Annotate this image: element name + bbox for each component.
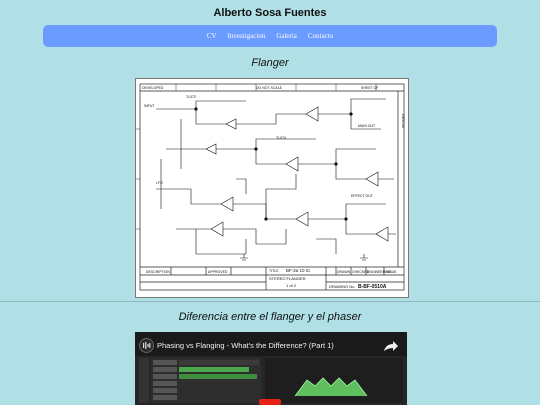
embedded-video-player[interactable]: Phasing vs Flanging - What's the Differe… — [135, 332, 407, 405]
schematic-note-tl072: TL072 — [186, 95, 196, 99]
schematic-header-left: DEVELOPED — [142, 86, 164, 90]
difference-heading: Diferencia entre el flanger y el phaser — [178, 311, 362, 323]
schematic-note-effect-out: EFFECT OUT — [351, 194, 374, 198]
equalizer-icon[interactable] — [139, 338, 154, 353]
title-block-subtitle: STEREO FLANGER — [269, 276, 306, 281]
title-block-label: TITLE — [269, 269, 279, 273]
block-label-description: DESCRIPTION — [146, 270, 170, 274]
flanger-schematic-image: DEVELOPED DO NOT SCALE SHEET OF TL072 TL… — [135, 78, 409, 298]
schematic-header-center: DO NOT SCALE — [256, 86, 283, 90]
share-icon[interactable] — [380, 337, 400, 357]
block-label-drawn: DRAWN — [337, 270, 351, 274]
video-title[interactable]: Phasing vs Flanging - What's the Differe… — [157, 341, 334, 350]
schematic-drawing: DEVELOPED DO NOT SCALE SHEET OF TL072 TL… — [136, 83, 405, 291]
site-title: Alberto Sosa Fuentes — [213, 7, 327, 19]
title-block-value: BF-2a 10 IC — [286, 268, 311, 273]
schematic-note-tl074: TL074 — [276, 136, 286, 140]
schematic-note-input: INPUT — [144, 104, 155, 108]
nav-link-cv[interactable]: CV — [206, 32, 217, 40]
nav-link-galeria[interactable]: Galeria — [276, 32, 297, 40]
title-block-sheet: 1 of 2 — [286, 283, 297, 288]
flanger-heading: Flanger — [251, 57, 289, 69]
main-navbar: CV Investigacion Galeria Contacto — [43, 25, 497, 47]
block-label-issue: ISSUE — [386, 270, 397, 274]
drawing-number-label: DRAWING No. — [329, 284, 356, 289]
nav-link-investigacion[interactable]: Investigacion — [227, 32, 266, 40]
drawing-number: B-BF-0510A — [358, 284, 387, 290]
section-divider — [0, 301, 540, 302]
schematic-note-lfo: LFO — [156, 181, 163, 185]
block-label-engineering: ENGINEERING — [367, 270, 392, 274]
block-label-checked: CHECKED — [352, 270, 370, 274]
schematic-side-label: DWG No. — [401, 114, 405, 129]
nav-link-contacto[interactable]: Contacto — [307, 32, 334, 40]
schematic-header-right: SHEET OF — [361, 86, 378, 90]
schematic-note-main-out: MAIN OUT — [358, 124, 376, 128]
block-label-approved: APPROVED — [208, 270, 228, 274]
video-thumbnail — [135, 356, 407, 405]
